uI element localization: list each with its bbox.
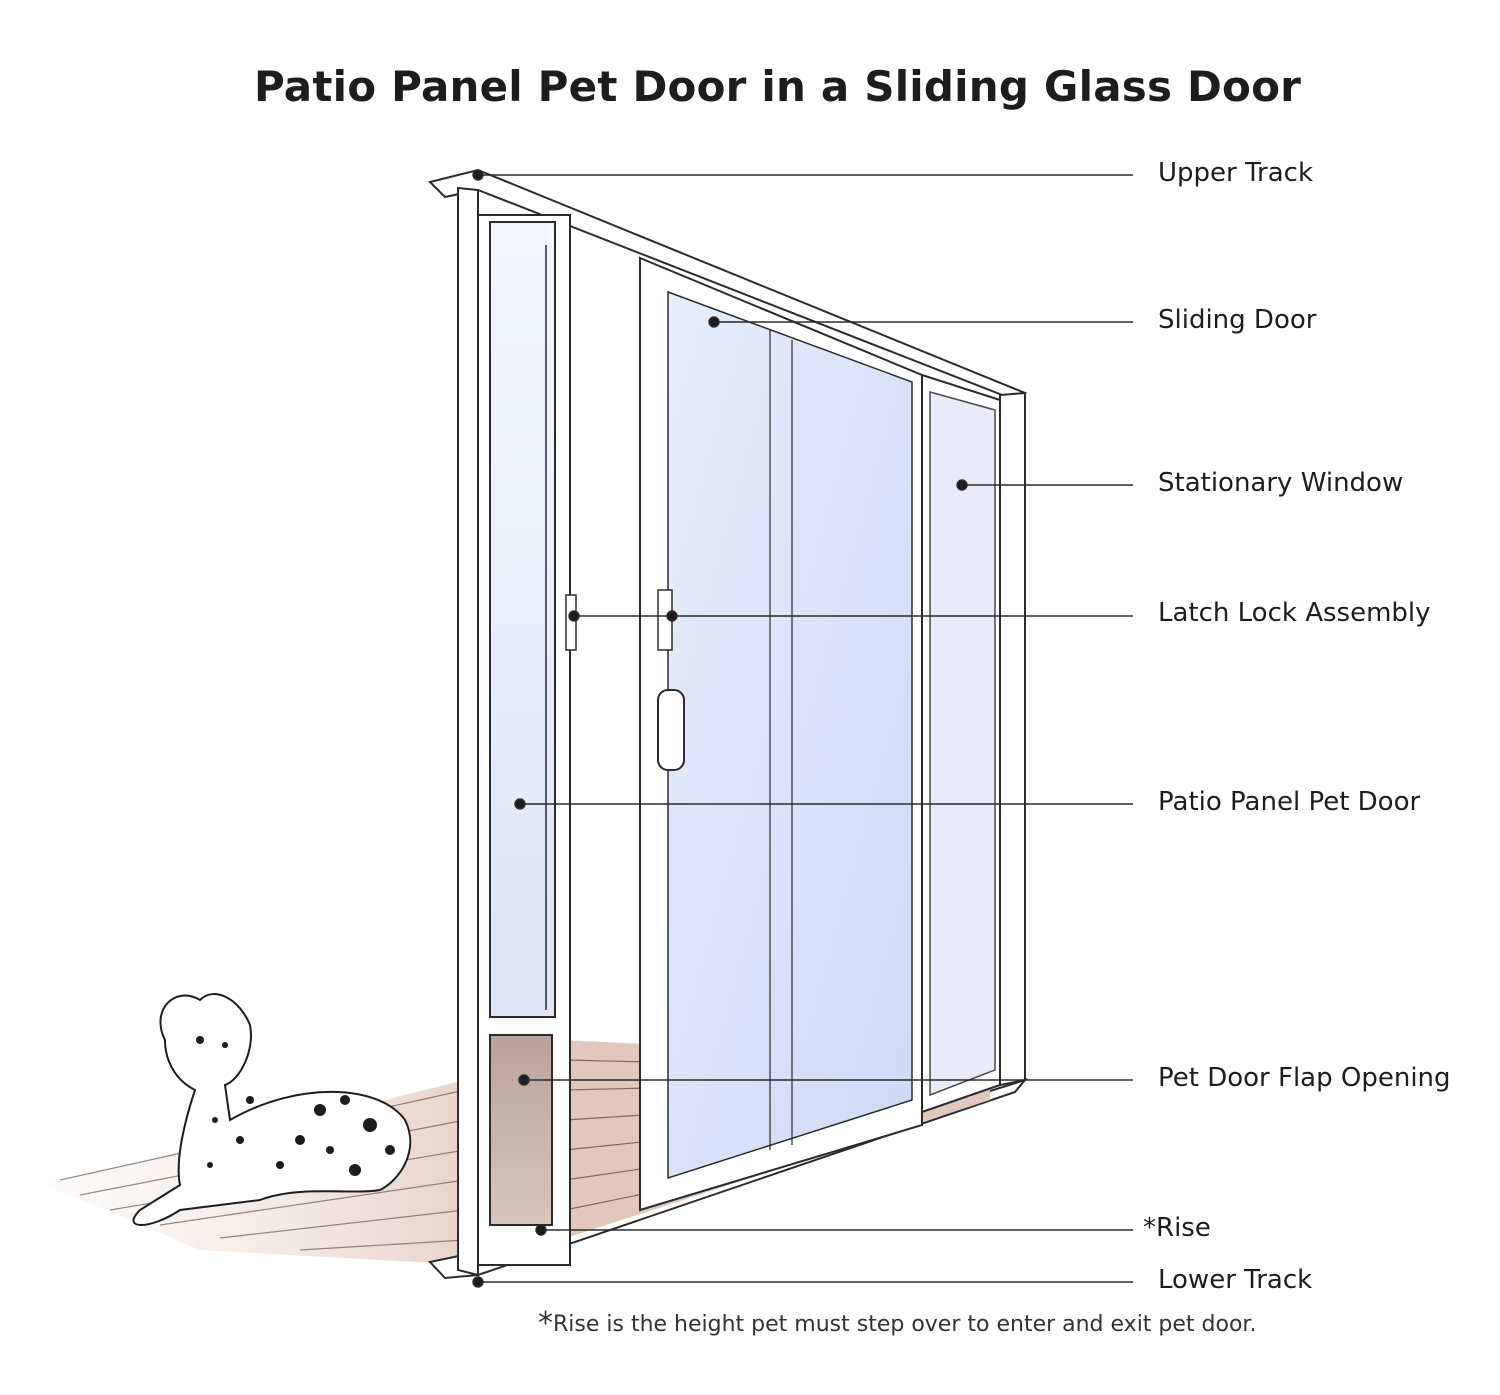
sliding-door: [639, 256, 923, 1212]
patio-panel: [477, 214, 577, 1266]
label-pet-door-flap-opening: Pet Door Flap Opening: [1158, 1063, 1451, 1093]
diagram-title: Patio Panel Pet Door in a Sliding Glass …: [253, 62, 1302, 111]
stationary-window: [921, 373, 1001, 1114]
dalmatian-dog: [132, 993, 412, 1226]
footnote: *Rise is the height pet must step over t…: [538, 1306, 1256, 1341]
leader-lines: [472, 169, 1133, 1288]
label-lower-track: Lower Track: [1158, 1265, 1313, 1295]
label-latch-lock-assembly: Latch Lock Assembly: [1158, 598, 1431, 628]
label-sliding-door: Sliding Door: [1158, 305, 1317, 335]
label-upper-track: Upper Track: [1158, 158, 1314, 188]
label-rise: *Rise: [1143, 1213, 1211, 1243]
footnote-text: Rise is the height pet must step over to…: [553, 1312, 1257, 1337]
label-stationary-window: Stationary Window: [1158, 468, 1404, 498]
footnote-star: *: [538, 1306, 553, 1341]
label-patio-panel-pet-door: Patio Panel Pet Door: [1158, 787, 1421, 817]
